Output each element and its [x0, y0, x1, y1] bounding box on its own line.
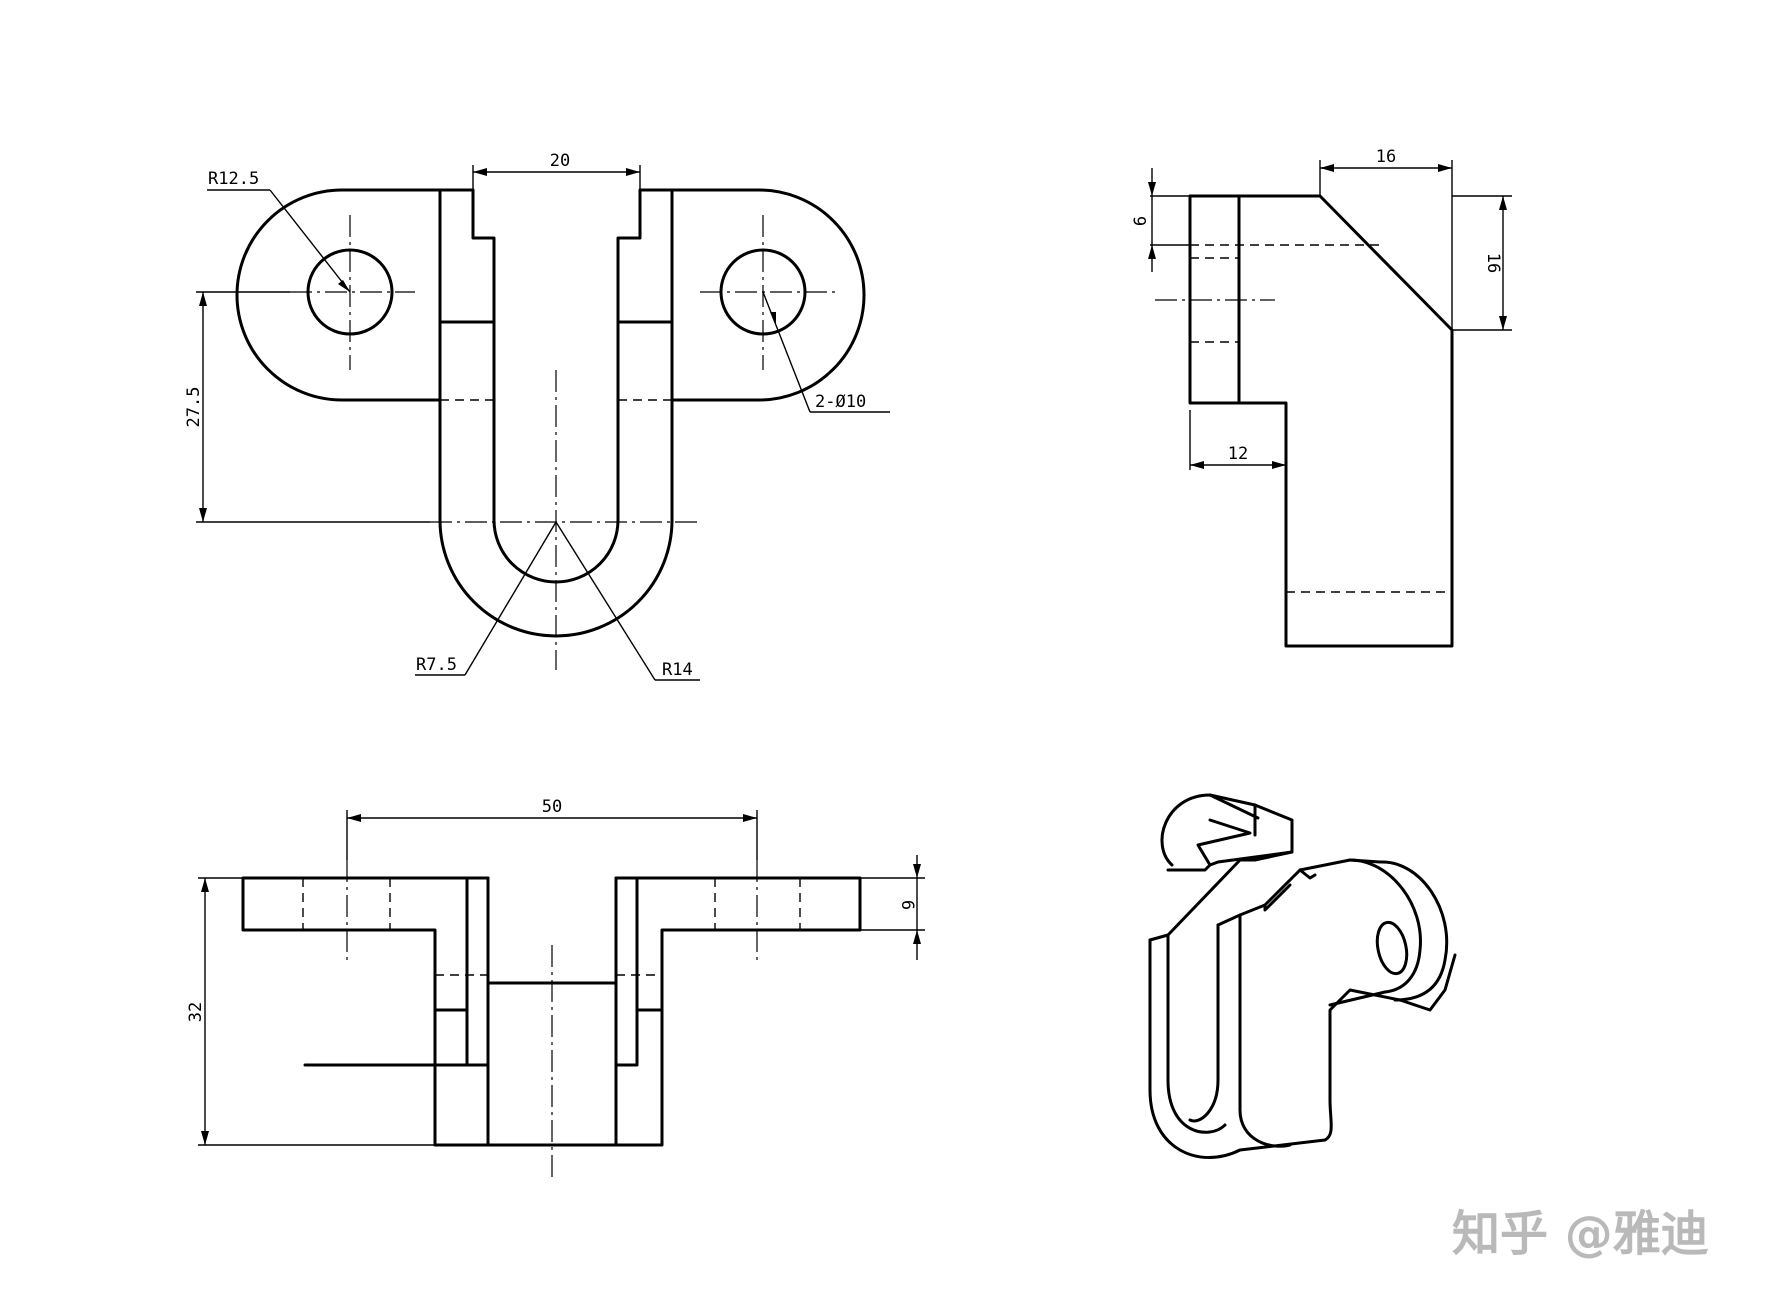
dim-inner-radius: R7.5 — [416, 655, 457, 675]
top-view-outline — [235, 188, 866, 638]
dim-side-step: 12 — [1228, 444, 1248, 464]
side-view: 16 16 6 12 — [1131, 147, 1512, 648]
side-view-outline — [1188, 194, 1454, 648]
dim-top-width: 20 — [550, 151, 570, 171]
dim-hole-dia: 2-Ø10 — [815, 392, 866, 412]
iso-hole — [1375, 920, 1409, 976]
dim-outer-radius: R14 — [662, 660, 693, 680]
dim-front-height: 32 — [186, 1002, 206, 1022]
iso-body — [1148, 938, 1457, 1159]
dim-side-height: 16 — [1483, 253, 1503, 273]
dim-side-thickness: 6 — [1131, 216, 1151, 226]
dim-front-thickness: 6 — [897, 900, 917, 910]
dim-center-height: 27.5 — [184, 387, 204, 428]
dim-boss-radius: R12.5 — [208, 169, 259, 189]
isometric-view — [1148, 793, 1457, 1159]
dim-front-span: 50 — [542, 797, 562, 817]
front-view: 50 32 6 — [186, 797, 925, 1180]
top-view: 20 R12.5 2-Ø10 27.5 R7.5 R14 — [184, 151, 890, 681]
dim-side-width: 16 — [1376, 147, 1396, 167]
watermark: 知乎 @雅迪 — [1452, 1206, 1709, 1262]
